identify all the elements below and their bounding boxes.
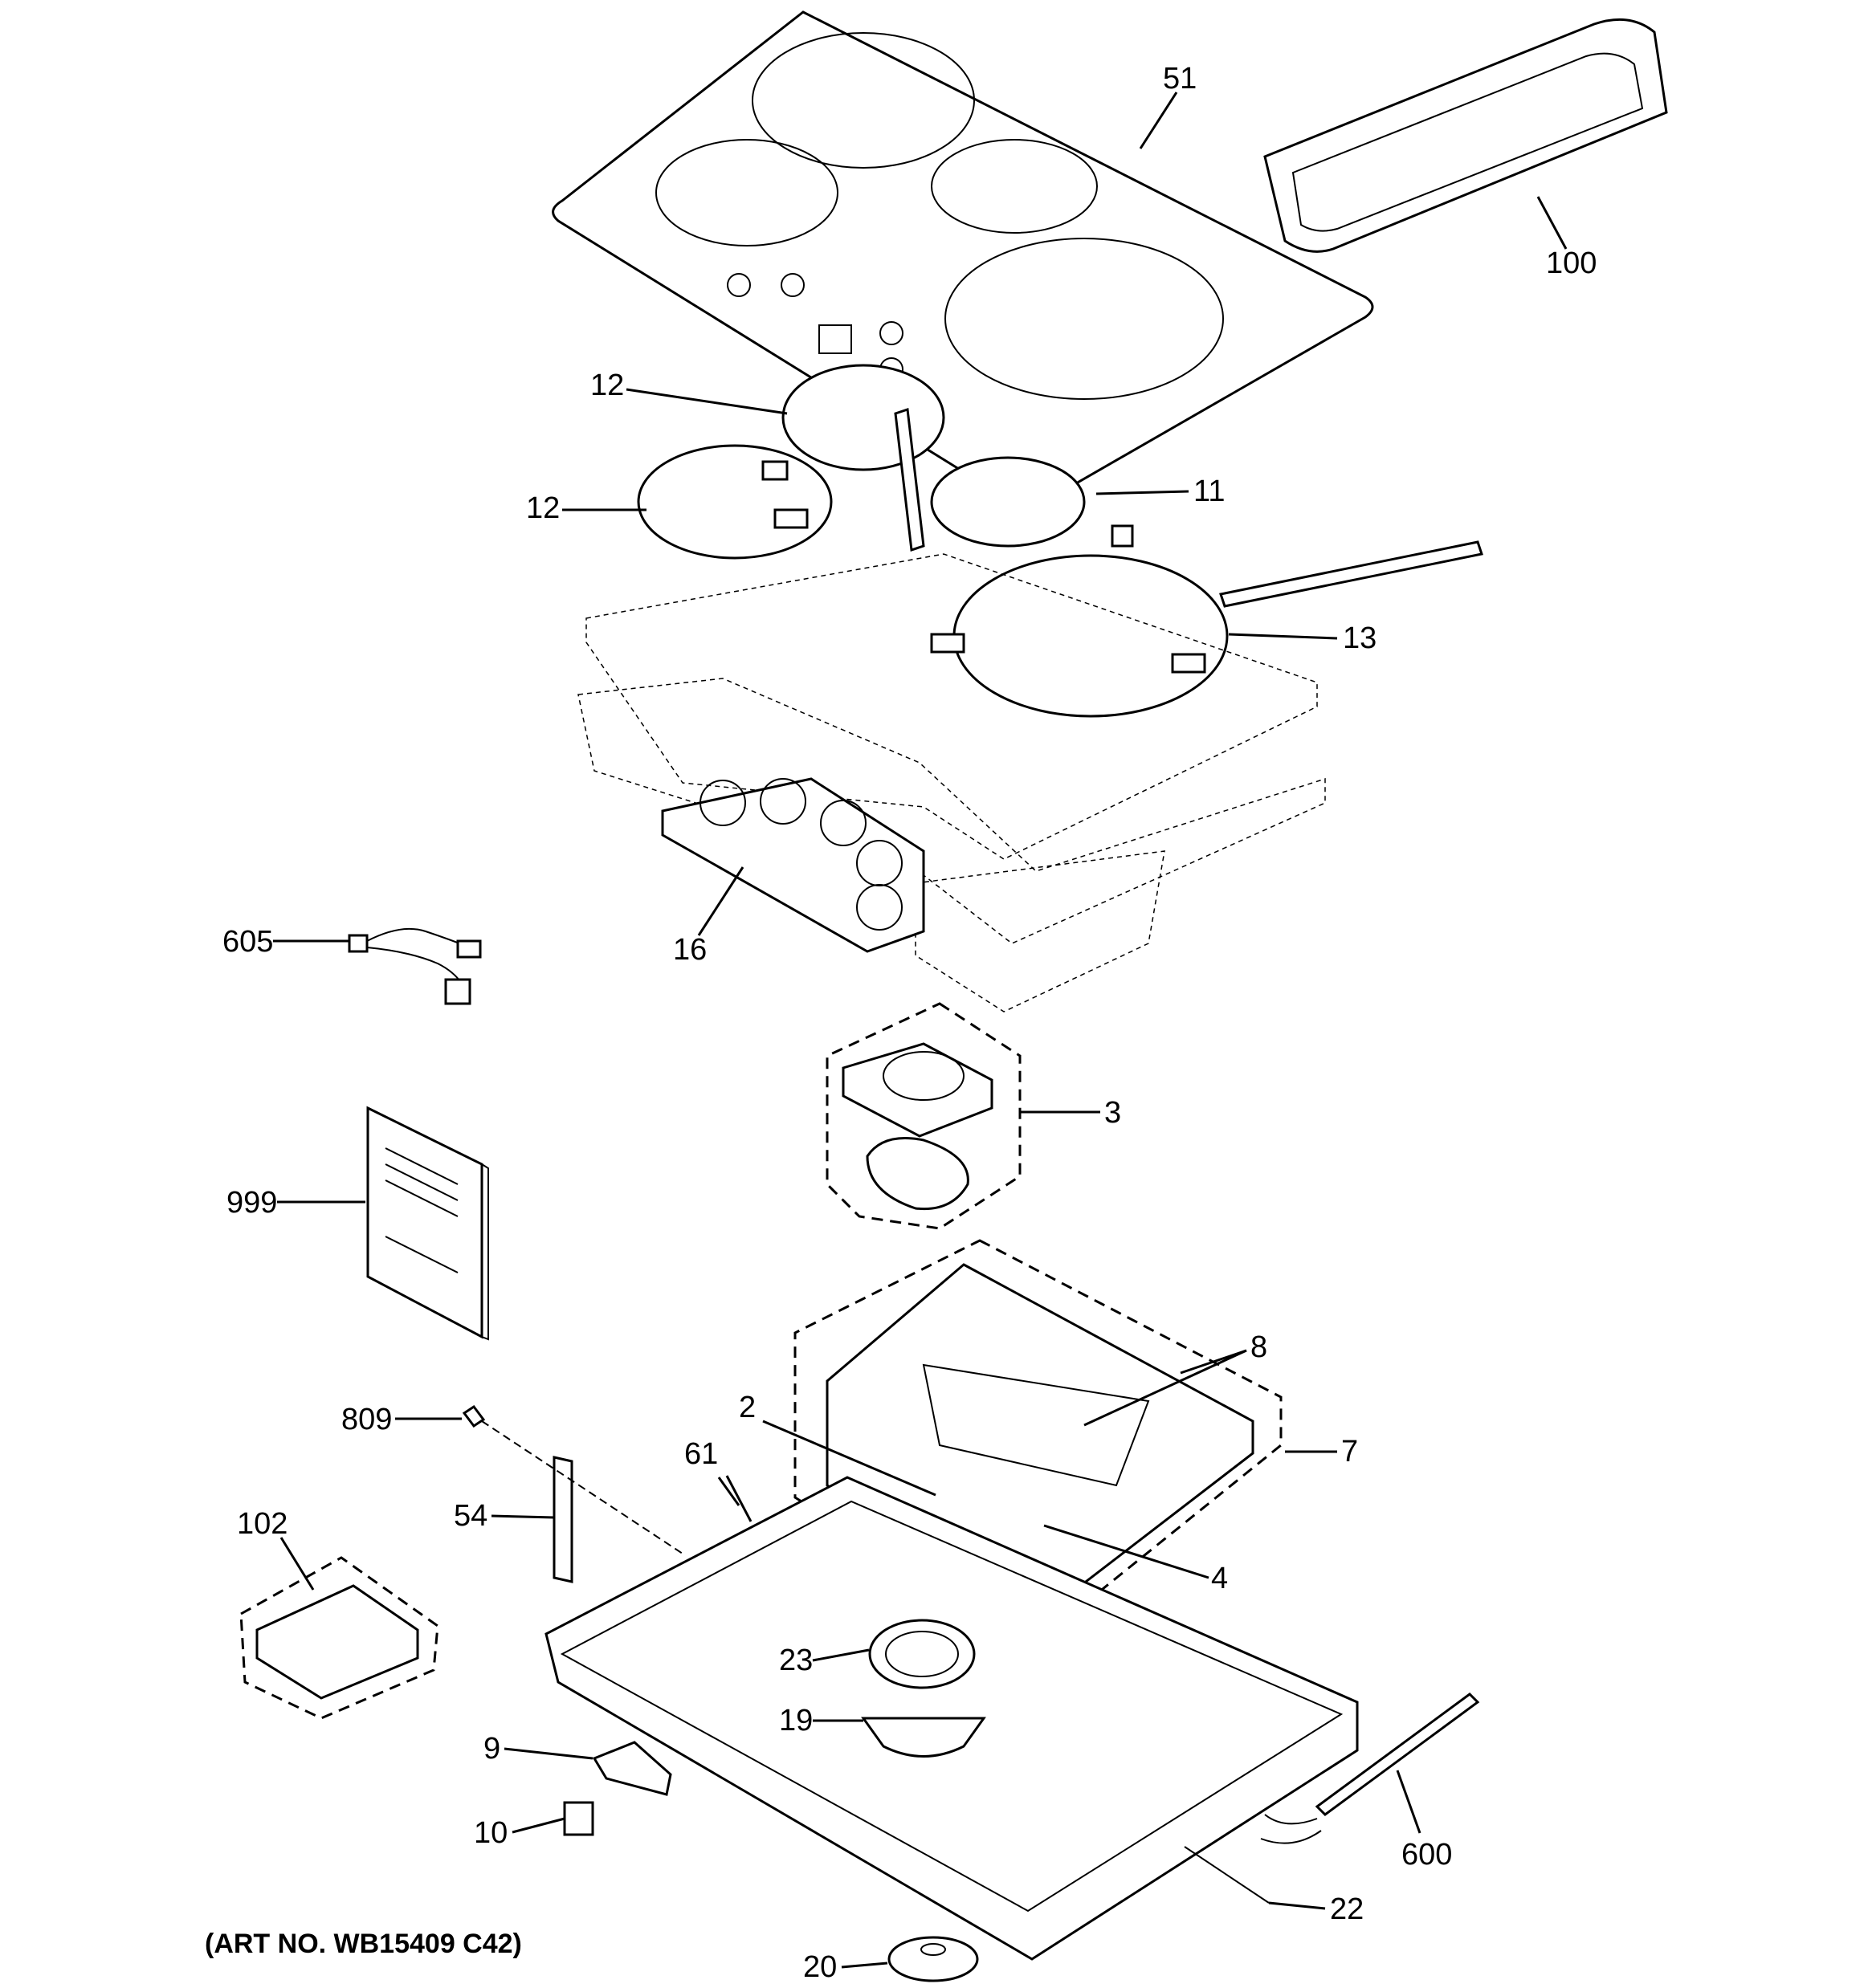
callout-20: 20: [803, 1950, 837, 1984]
callout-12-rear: 12: [590, 369, 624, 402]
callout-3: 3: [1104, 1096, 1121, 1130]
callout-12-left: 12: [526, 491, 560, 525]
glass-cooktop-part: [552, 10, 1374, 507]
callout-9: 9: [483, 1732, 500, 1766]
burner-element-13: [930, 524, 1483, 718]
art-number: (ART NO. WB15409 C42): [205, 1929, 522, 1959]
leader-lines: [273, 92, 1568, 1969]
callout-4: 4: [1211, 1562, 1228, 1595]
callout-13: 13: [1343, 621, 1377, 655]
burner-element-12-left: [637, 444, 833, 560]
bracket-part-9: [592, 1741, 672, 1796]
burner-element-12-rear: [781, 364, 945, 471]
ferrite-ring-part-23: [868, 1619, 976, 1689]
callout-600: 600: [1401, 1838, 1452, 1872]
griddle-part: [1263, 18, 1668, 253]
callout-999: 999: [226, 1186, 277, 1220]
callout-61: 61: [684, 1437, 718, 1471]
callout-8: 8: [1250, 1330, 1267, 1364]
control-board-part: [661, 777, 925, 953]
callout-11: 11: [1193, 475, 1225, 508]
bracket-strip-part-54: [553, 1456, 573, 1583]
callout-22: 22: [1330, 1892, 1364, 1926]
screw-part-809: [462, 1404, 683, 1554]
clip-part-10: [563, 1801, 594, 1836]
terminal-block-part-102: [239, 1556, 439, 1720]
wire-harness-part: [348, 927, 482, 1005]
callout-16: 16: [673, 933, 707, 967]
callout-54: 54: [454, 1499, 487, 1533]
callout-19: 19: [779, 1704, 813, 1737]
bracket-part-19: [861, 1717, 986, 1758]
owners-manual-part: [366, 1106, 489, 1341]
cord-part-22: [1184, 1846, 1270, 1904]
callout-10: 10: [474, 1816, 508, 1850]
foot-part-20: [887, 1936, 979, 1982]
callout-605: 605: [222, 925, 273, 959]
insulation-layers-outline: [577, 553, 1326, 1012]
burner-element-11: [894, 407, 1086, 552]
callout-23: 23: [779, 1644, 813, 1677]
callout-51: 51: [1163, 62, 1197, 96]
callout-809: 809: [341, 1403, 392, 1436]
fan-assembly-part: [826, 1002, 1022, 1230]
callout-7: 7: [1341, 1435, 1358, 1469]
callout-labels: 51 100 12 12 11 13 16 605 3 999 8 7 2 80…: [222, 62, 1597, 1984]
callout-102: 102: [237, 1507, 288, 1541]
conduit-part-600: [1260, 1693, 1480, 1844]
callout-2: 2: [739, 1391, 756, 1424]
callout-100: 100: [1546, 246, 1597, 280]
